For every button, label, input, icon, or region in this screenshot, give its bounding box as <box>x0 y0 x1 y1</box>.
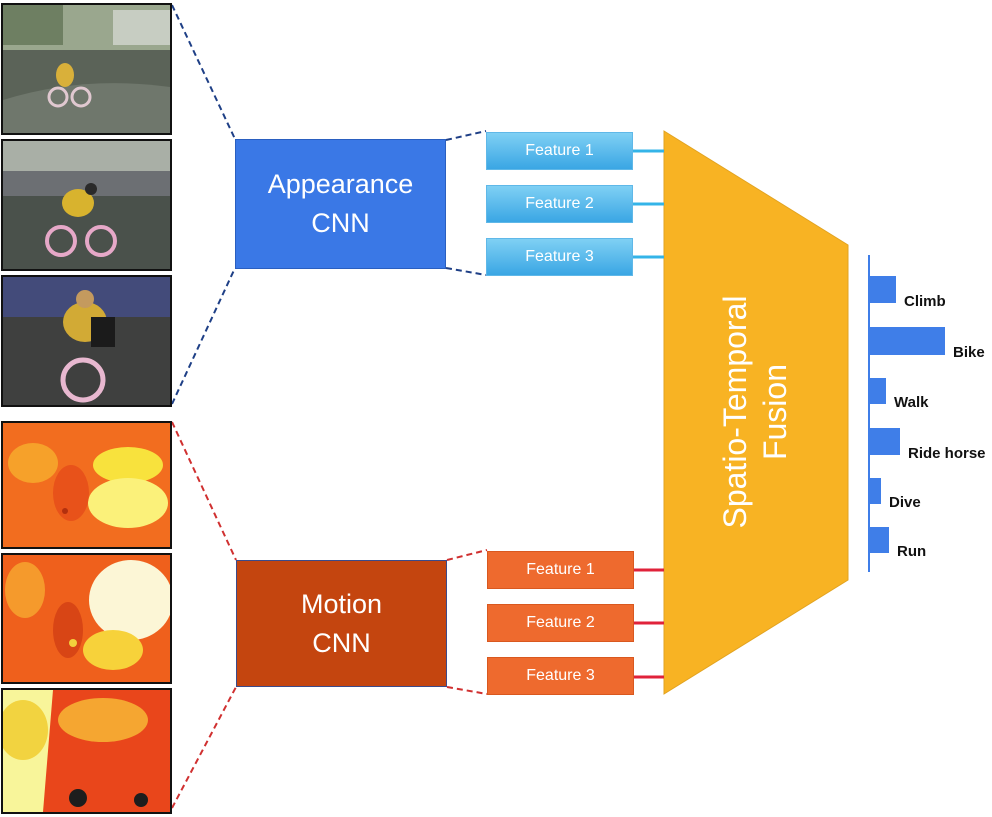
class-score-bar <box>870 478 881 504</box>
optical-flow-image <box>3 423 170 547</box>
class-label: Walk <box>894 394 929 411</box>
class-score-bar <box>870 378 886 404</box>
class-score-bar <box>870 327 945 355</box>
motion-feature-3: Feature 3 <box>487 657 634 695</box>
appearance-cnn-label-line2: CNN <box>311 208 370 238</box>
motion-feature-connector-bottom <box>446 686 488 695</box>
appearance-feature-1: Feature 1 <box>486 132 633 170</box>
fusion-label: Spatio-Temporal Fusion <box>715 296 795 529</box>
motion-cnn-box: Motion CNN <box>236 560 447 687</box>
appearance-cnn-label-line1: Appearance <box>267 169 414 199</box>
flow-frame-2 <box>1 553 172 684</box>
appearance-frame-connector-top <box>171 4 236 140</box>
class-label: Dive <box>889 494 921 511</box>
cyclist-frame-image <box>3 141 170 269</box>
cyclist-frame-image <box>3 5 170 133</box>
optical-flow-image <box>3 555 170 682</box>
fusion-label-line1: Spatio-Temporal <box>717 295 753 529</box>
appearance-feature-3: Feature 3 <box>486 238 633 276</box>
rgb-frame-3 <box>1 275 172 407</box>
motion-feature-2: Feature 2 <box>487 604 634 642</box>
class-score-bar <box>870 527 889 553</box>
motion-cnn-label-line2: CNN <box>312 627 371 658</box>
flow-frame-1 <box>1 421 172 549</box>
rgb-frame-2 <box>1 139 172 271</box>
class-label: Run <box>897 543 927 560</box>
class-label: Ride horse <box>908 444 986 462</box>
appearance-feature-2: Feature 2 <box>486 185 633 223</box>
motion-frame-connector-bottom <box>171 686 237 809</box>
fusion-trapezoid <box>663 130 849 695</box>
class-score-bar <box>870 428 900 455</box>
appearance-feature-connector-bottom <box>445 267 487 276</box>
rgb-frame-1 <box>1 3 172 135</box>
appearance-frame-connector-bottom <box>171 267 236 405</box>
appearance-feature-connector-top <box>445 130 487 141</box>
motion-feature-connector-top <box>446 549 488 561</box>
optical-flow-image <box>3 690 170 812</box>
motion-cnn-label-line1: Motion <box>300 588 383 619</box>
class-label: Bike <box>953 344 985 361</box>
flow-frame-3 <box>1 688 172 814</box>
motion-frame-connector-top <box>171 421 237 561</box>
class-label: Climb <box>904 292 946 310</box>
fusion-label-line2: Fusion <box>757 363 793 461</box>
cyclist-frame-image <box>3 277 170 405</box>
appearance-cnn-box: Appearance CNN <box>235 139 446 269</box>
class-score-bar <box>870 276 896 303</box>
motion-feature-1: Feature 1 <box>487 551 634 589</box>
